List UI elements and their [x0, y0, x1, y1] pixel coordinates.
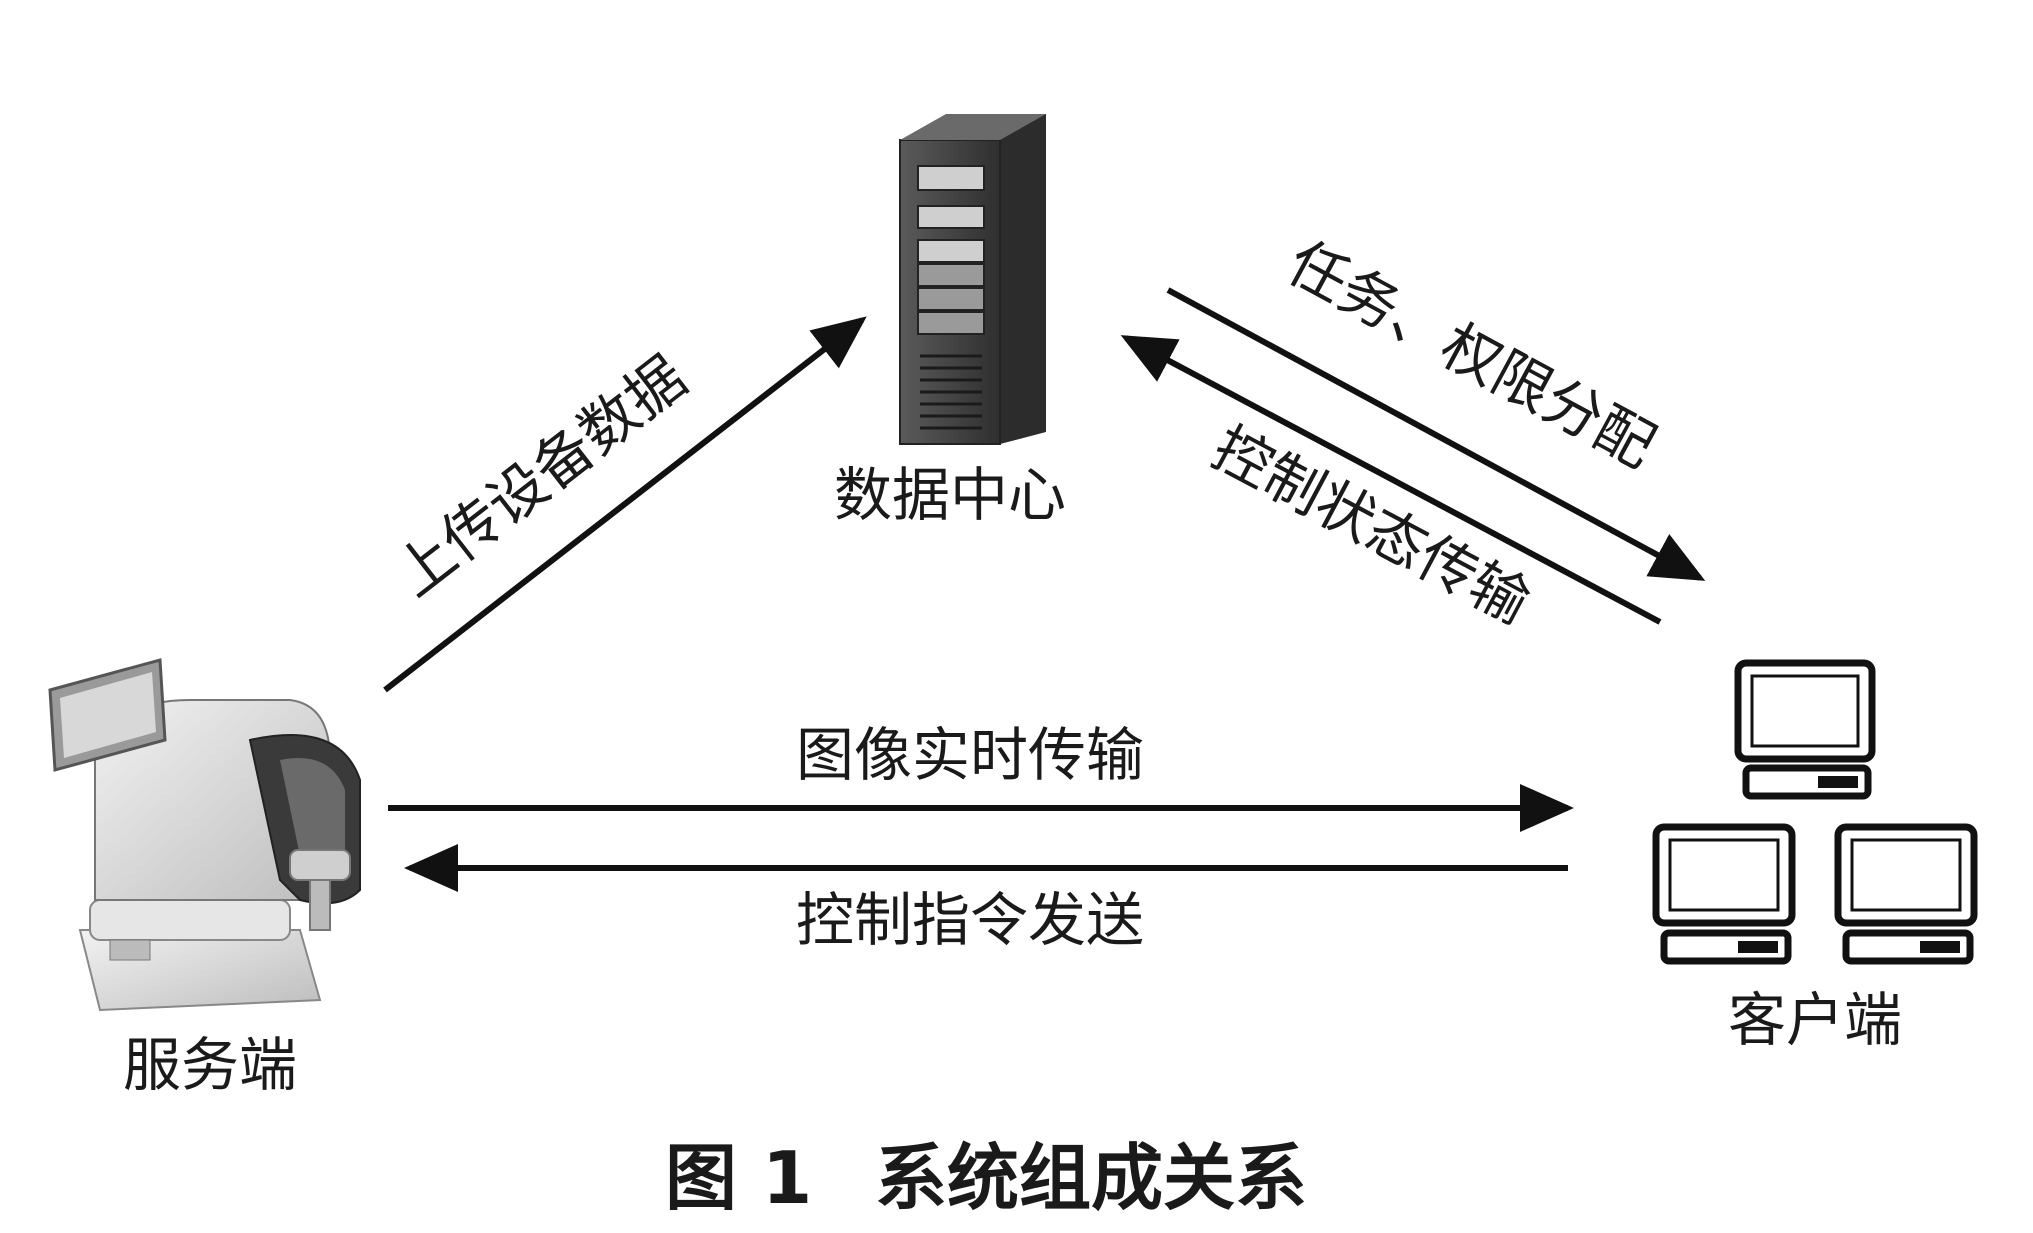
image-stream-label: 图像实时传输 — [796, 721, 1144, 789]
server-side-label: 服务端 — [123, 1031, 297, 1099]
arrow-status-transfer — [1120, 335, 1662, 625]
server-tower-icon — [899, 114, 1046, 445]
computer-icon-top — [1734, 659, 1876, 800]
control-cmd-label: 控制指令发送 — [796, 886, 1144, 954]
figure-title: 系统组成关系 — [875, 1136, 1307, 1220]
arrow-task-assign — [1166, 287, 1706, 581]
arrow-upload — [383, 316, 867, 693]
computer-terminals-icon — [1652, 659, 1978, 965]
data-center-label: 数据中心 — [834, 461, 1066, 529]
client-side-label: 客户端 — [1728, 986, 1902, 1054]
figure-number: 图 1 — [665, 1136, 812, 1220]
computer-icon-right — [1834, 823, 1978, 965]
ophthalmic-device-icon — [48, 658, 361, 1012]
task-assign-label: 任务、权限分配 — [1277, 228, 1666, 481]
status-transfer-label: 控制状态传输 — [1202, 414, 1541, 637]
computer-icon-left — [1652, 823, 1796, 965]
